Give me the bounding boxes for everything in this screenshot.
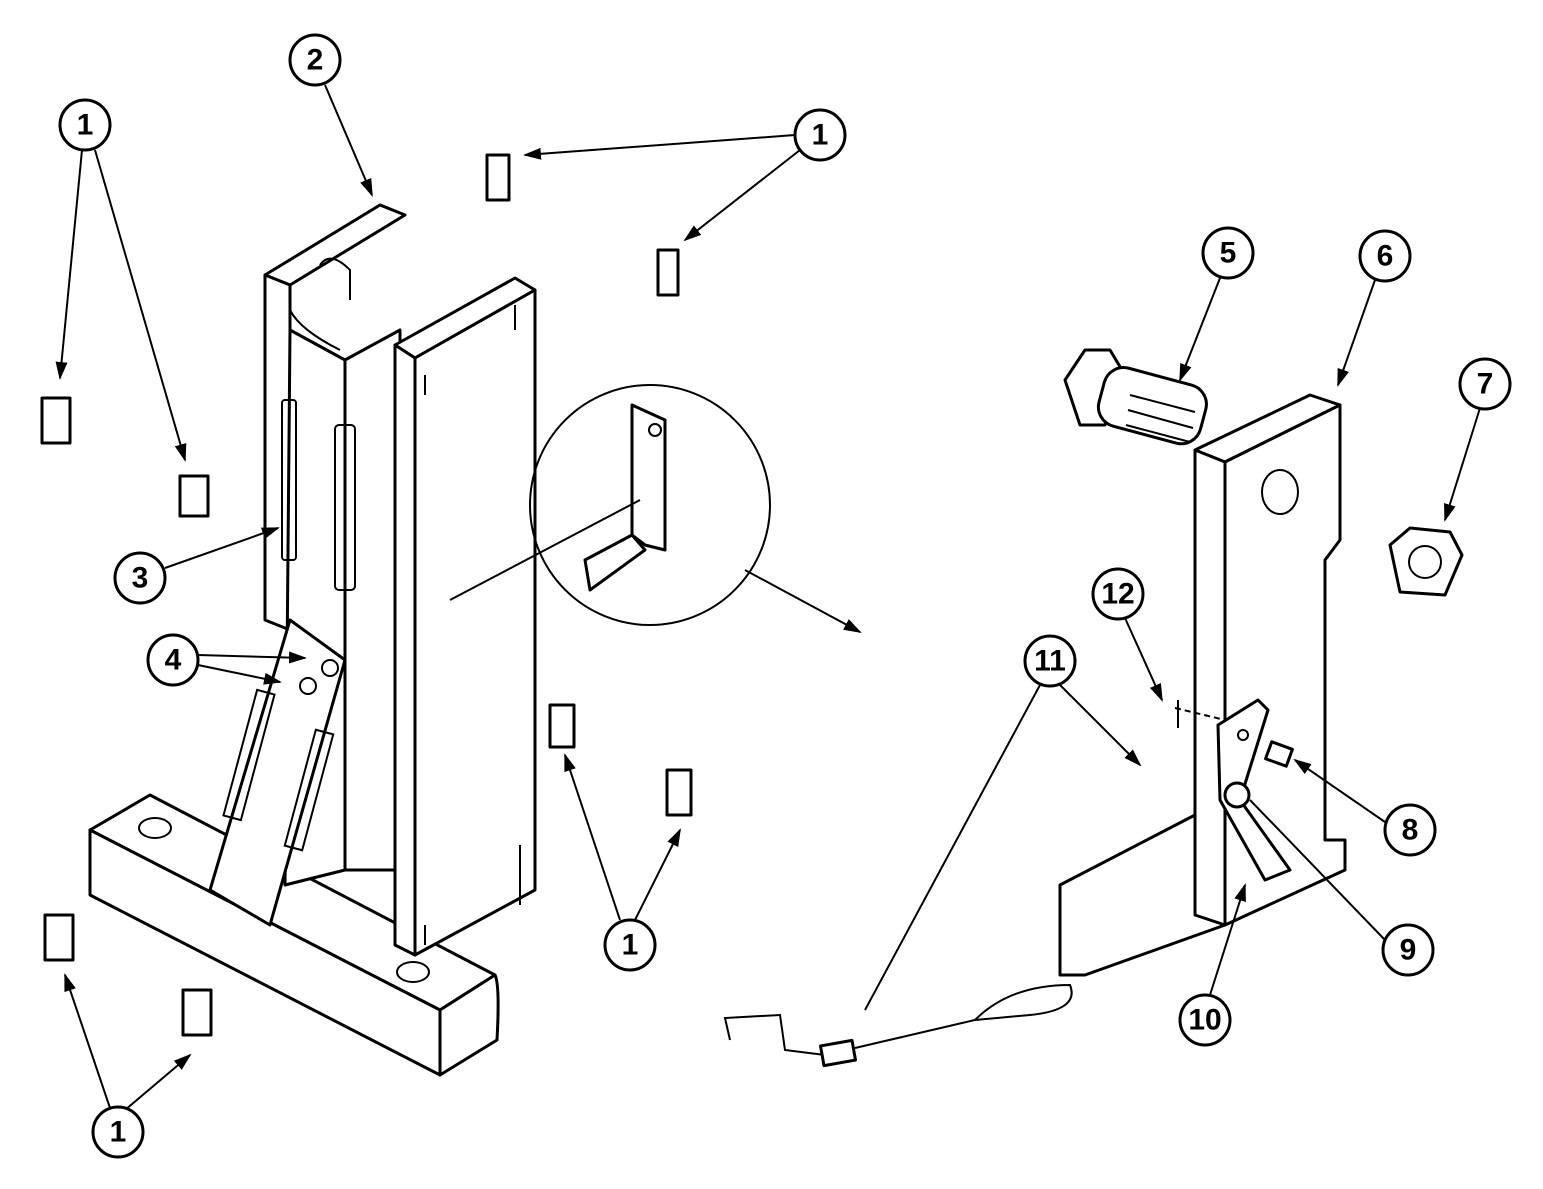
detail-view [449,384,862,633]
callout-6: 6 [1358,229,1412,283]
brace [208,618,347,927]
latch-10 [1216,698,1294,882]
callout-12: 12 [1091,567,1145,621]
svg-text:8: 8 [1402,814,1419,847]
svg-text:12: 12 [1101,578,1134,611]
svg-text:9: 9 [1400,934,1417,967]
svg-text:1: 1 [812,119,829,152]
callout-3: 3 [113,551,167,605]
pin-11 [723,983,1073,1068]
callout-9: 9 [1381,923,1435,977]
svg-text:3: 3 [132,562,149,595]
callout-11: 11 [1023,634,1077,688]
callout-5: 5 [1201,226,1255,280]
bracket-plate-6 [1058,393,1347,977]
callout-4: 4 [146,633,200,687]
svg-text:10: 10 [1188,1004,1221,1037]
svg-text:11: 11 [1034,645,1066,678]
nut-7 [1388,526,1464,597]
svg-text:7: 7 [1477,368,1494,401]
callout-1d: 1 [91,1105,145,1159]
svg-text:6: 6 [1377,240,1394,273]
callout-1c: 1 [603,918,657,972]
svg-text:4: 4 [165,644,182,677]
bolt-5 [1063,348,1208,446]
svg-text:5: 5 [1220,237,1237,270]
callout-7: 7 [1458,357,1512,411]
upright-column-2 [263,203,537,957]
callout-1a: 1 [58,98,112,152]
clip-parts [40,153,693,1037]
callout-2: 2 [288,33,342,87]
callout-8: 8 [1383,803,1437,857]
svg-text:2: 2 [307,44,324,77]
callout-10: 10 [1178,993,1232,1047]
svg-text:1: 1 [622,929,639,962]
svg-text:1: 1 [110,1116,127,1149]
svg-text:1: 1 [77,109,94,142]
base-tube [88,793,500,1077]
callout-1b: 1 [793,108,847,162]
leader-lines [55,84,1481,1111]
